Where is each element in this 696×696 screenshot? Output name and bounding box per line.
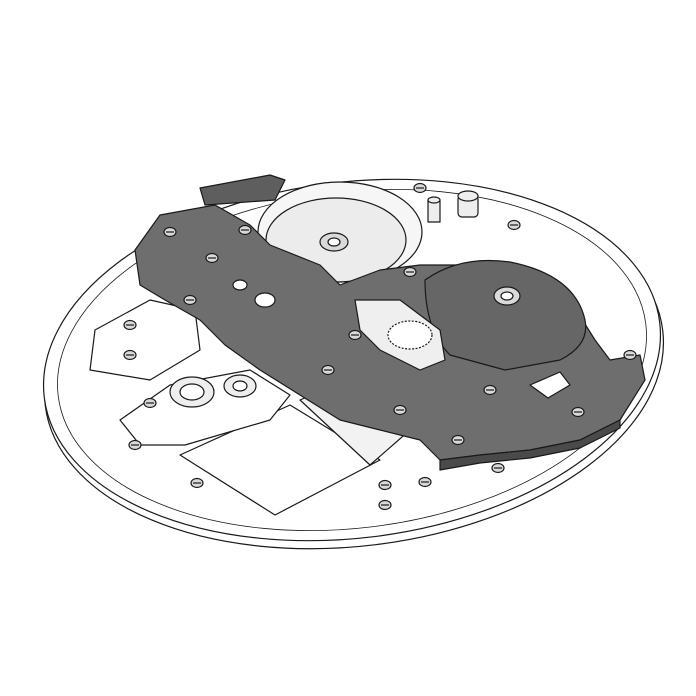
gear-wheel — [387, 320, 433, 350]
main-bridge-edge — [439, 419, 621, 471]
lever-cutout — [529, 371, 571, 399]
post-group — [427, 190, 479, 223]
dark-wedge-bridge — [199, 174, 286, 206]
plate-cutout-left — [89, 299, 201, 381]
bridge-hole — [232, 279, 248, 291]
jewel-icon — [327, 237, 341, 247]
bridge-hole — [254, 292, 276, 308]
